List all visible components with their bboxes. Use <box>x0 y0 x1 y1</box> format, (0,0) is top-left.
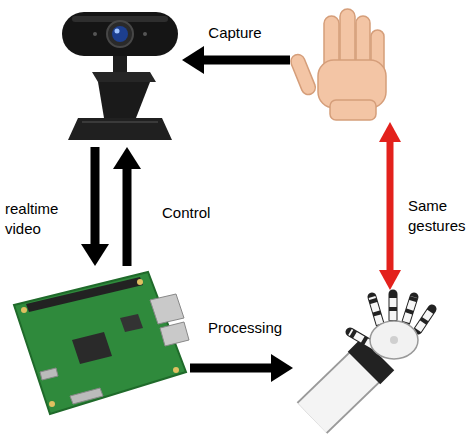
edge-label: Control <box>160 203 212 223</box>
robot-hand-illustration <box>312 294 432 418</box>
webcam-illustration-part <box>92 72 156 82</box>
raspberry-pi-illustration-part <box>137 279 143 285</box>
human-hand-illustration-part <box>330 100 376 120</box>
robot-hand-illustration-part <box>390 336 398 344</box>
robot-hand-illustration-part <box>406 297 414 322</box>
raspberry-pi-illustration-part <box>150 294 184 324</box>
webcam-illustration-part <box>113 56 127 72</box>
robot-hand-illustration-part <box>372 297 380 324</box>
raspberry-pi-illustration-part <box>49 401 55 407</box>
webcam-illustration-part <box>68 118 172 140</box>
robot-hand-illustration-part <box>370 321 418 359</box>
hand-node <box>290 5 405 122</box>
human-hand-illustration <box>289 9 386 120</box>
webcam-illustration-part <box>98 82 150 118</box>
raspberry-pi-illustration-part <box>14 272 186 414</box>
flow-arrow <box>190 364 271 373</box>
webcam-illustration-part <box>107 21 133 47</box>
robot-hand-illustration-part <box>406 297 414 322</box>
edge-label: realtime video <box>3 199 63 238</box>
edge-label: Processing <box>206 318 284 338</box>
human-hand-illustration-part <box>289 52 318 96</box>
webcam-illustration <box>62 12 178 140</box>
robot-hand-illustration-part <box>389 294 398 320</box>
robot-hand-illustration-part <box>312 360 372 418</box>
webcam-illustration-part <box>112 26 128 42</box>
robot-hand-illustration-part <box>312 360 372 418</box>
raspberry-pi-illustration-part <box>21 307 27 313</box>
robot-hand-illustration-part <box>418 309 432 330</box>
webcam-illustration-part <box>82 121 158 123</box>
raspberry-pi-illustration-part <box>26 277 143 312</box>
robot-hand-node <box>293 290 448 425</box>
flow-arrow <box>204 56 290 65</box>
raspberry-pi-illustration-part <box>72 332 112 364</box>
raspberry-pi-illustration-part <box>120 314 143 332</box>
webcam-illustration-part <box>62 12 178 56</box>
robot-hand-illustration-part <box>372 297 380 324</box>
raspberry-pi-illustration-part <box>173 367 179 373</box>
webcam-illustration-part <box>115 29 120 34</box>
raspberry-pi-node <box>8 266 190 422</box>
flow-arrow <box>123 169 132 266</box>
edge-label: Same gestures <box>406 196 470 235</box>
robot-hand-illustration-part <box>418 309 432 330</box>
raspberry-pi-illustration-part <box>160 322 189 346</box>
raspberry-pi-illustration-part <box>40 368 58 380</box>
robot-hand-illustration-part <box>364 354 378 368</box>
webcam-illustration-part <box>143 32 147 36</box>
webcam-node <box>55 5 182 147</box>
edge-label: Capture <box>206 23 263 43</box>
webcam-illustration-part <box>93 32 97 36</box>
raspberry-pi-illustration <box>14 272 189 414</box>
raspberry-pi-illustration-part <box>70 388 103 404</box>
robot-hand-illustration-part <box>390 294 397 320</box>
flow-arrow <box>387 142 394 270</box>
flow-arrow <box>91 147 100 244</box>
